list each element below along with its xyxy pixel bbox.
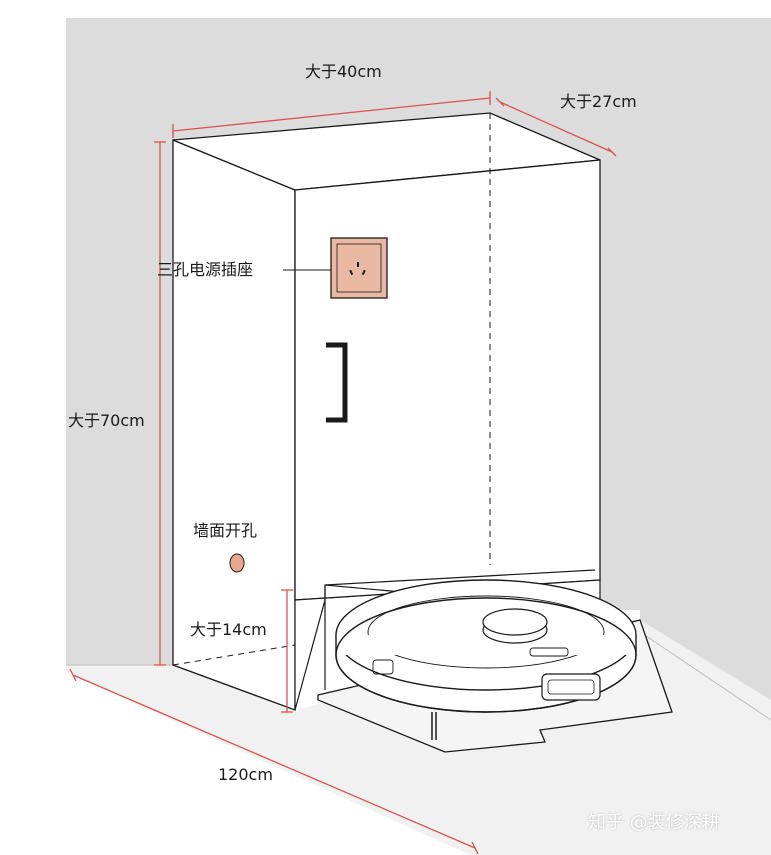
socket-holes (349, 262, 366, 276)
dimension-lines (69, 91, 617, 855)
wall-hole-label: 墙面开孔 (193, 521, 258, 540)
watermark: 知乎 @装修深耕 (588, 812, 720, 833)
socket-label: 三孔电源插座 (157, 260, 254, 279)
width-label: 大于40cm (305, 62, 382, 81)
floor-width-label: 120cm (218, 765, 273, 784)
depth-label: 大于27cm (560, 92, 637, 111)
wall-hole (229, 553, 245, 573)
gap-height-label: 大于14cm (190, 620, 267, 639)
cabinet-front (294, 159, 601, 601)
socket-plate (330, 237, 388, 299)
cabinet-handle (326, 342, 348, 423)
robot-vacuum (335, 579, 637, 740)
height-label: 大于70cm (68, 411, 145, 430)
